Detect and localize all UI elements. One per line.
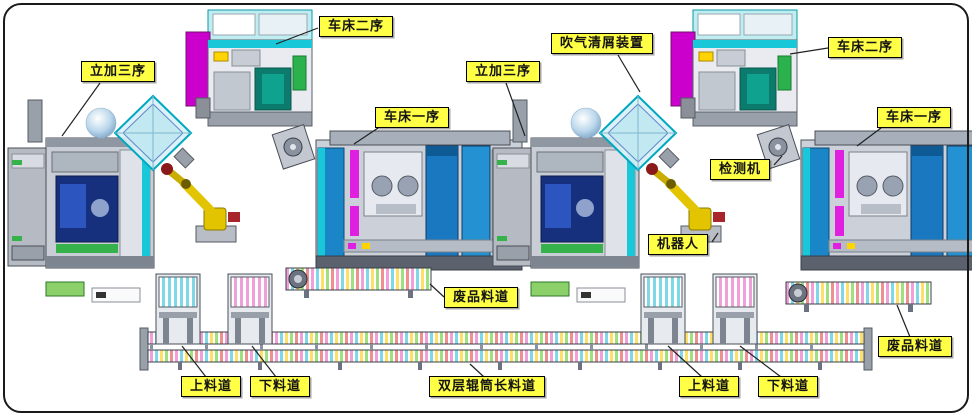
label-loading-chute-right: 上料道 bbox=[679, 376, 740, 397]
label-unloading-chute-left: 下料道 bbox=[250, 376, 311, 397]
label-lathe-seq1-right: 车床一序 bbox=[877, 107, 952, 128]
label-vmc-seq3-left: 立加三序 bbox=[81, 61, 156, 82]
label-vmc-seq3-right: 立加三序 bbox=[466, 61, 541, 82]
label-scrap-chute-center: 废品料道 bbox=[444, 287, 519, 308]
label-inspection-machine: 检测机 bbox=[710, 159, 771, 180]
scrap-conveyor-center bbox=[285, 267, 432, 299]
label-robot: 机器人 bbox=[648, 234, 709, 255]
label-loading-chute-left: 上料道 bbox=[181, 376, 242, 397]
label-lathe-seq1-left: 车床一序 bbox=[375, 107, 450, 128]
label-blow-chip-cleaner: 吹气清屑装置 bbox=[551, 33, 654, 54]
leader-lines bbox=[61, 27, 911, 378]
label-unloading-chute-right: 下料道 bbox=[758, 376, 819, 397]
scrap-conveyor-right bbox=[785, 281, 932, 313]
label-double-roller-long-chute: 双层辊筒长料道 bbox=[429, 376, 546, 397]
label-scrap-chute-right: 废品料道 bbox=[878, 336, 953, 357]
label-lathe-seq2-left: 车床二序 bbox=[319, 16, 394, 37]
label-lathe-seq2-right: 车床二序 bbox=[828, 37, 903, 58]
